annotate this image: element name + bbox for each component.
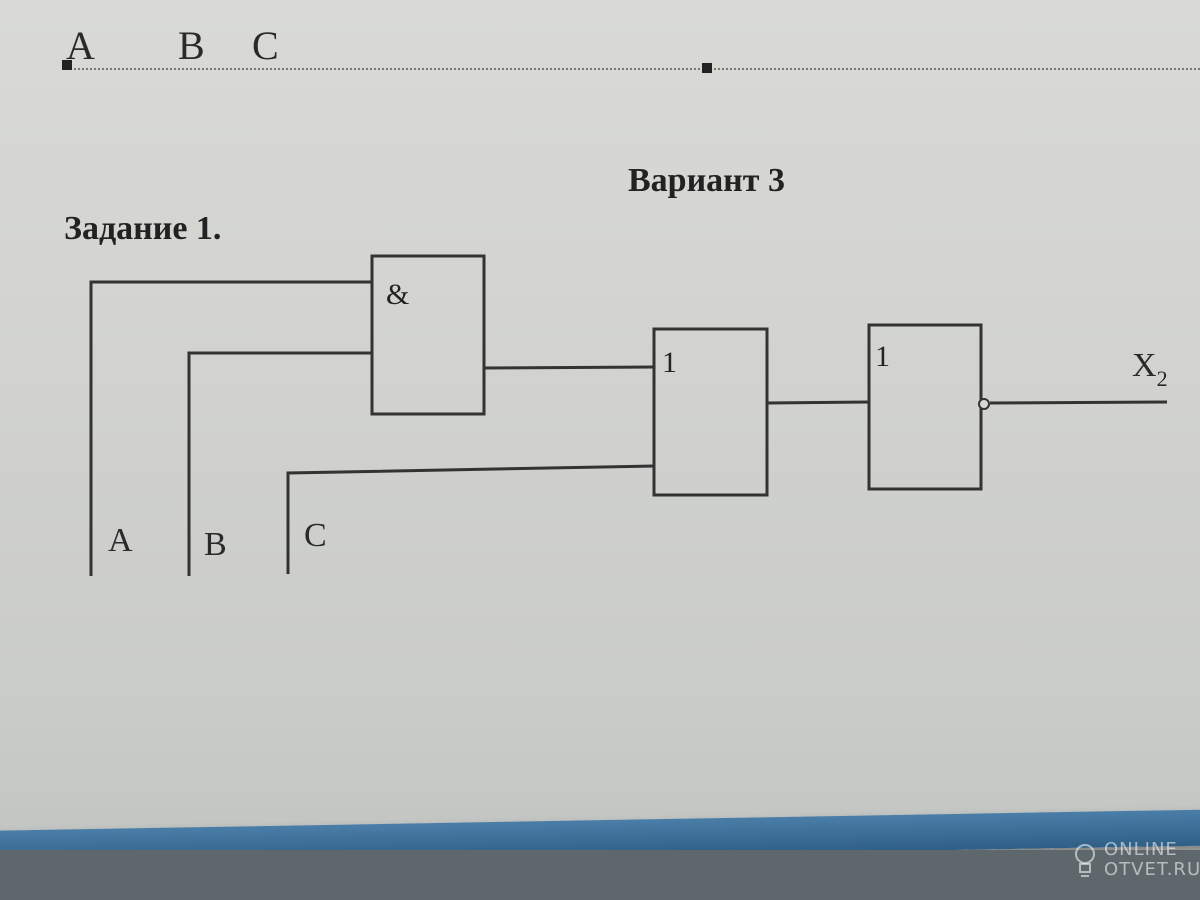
lightbulb-icon <box>1075 844 1095 877</box>
watermark-text: ONLINE OTVET.RU <box>1104 840 1200 880</box>
input-label-b: B <box>204 526 227 563</box>
wire-input-a <box>89 280 372 576</box>
selection-handle-left[interactable] <box>62 60 72 70</box>
input-label-a: A <box>108 522 133 559</box>
output-label: X2 <box>1132 347 1168 391</box>
task-title: Задание 1. <box>64 210 222 247</box>
and-gate <box>370 254 486 416</box>
header-letter-c: C <box>252 23 279 68</box>
monitor-bezel <box>0 850 1200 900</box>
wire-input-b <box>187 351 372 576</box>
input-label-c: C <box>304 517 327 554</box>
inversion-bubble <box>978 398 990 410</box>
output-label-subscript: 2 <box>1157 366 1168 391</box>
and-gate-symbol: & <box>386 278 409 311</box>
output-label-name: X <box>1132 347 1157 384</box>
or-gate-symbol: 1 <box>662 346 677 379</box>
wire-or-to-nor <box>766 400 870 405</box>
wire-and-to-or <box>483 365 655 370</box>
header-letter-b: B <box>178 23 205 68</box>
selection-handle-center[interactable] <box>702 63 712 73</box>
wire-output <box>989 400 1168 405</box>
watermark-line-2: OTVET.RU <box>1104 859 1200 880</box>
selection-frame-border <box>66 68 1200 70</box>
or-gate <box>652 327 769 497</box>
wire-input-c <box>286 464 655 574</box>
variant-title: Вариант 3 <box>628 162 785 199</box>
watermark-line-1: ONLINE <box>1104 839 1178 860</box>
nor-gate-symbol: 1 <box>875 340 890 373</box>
site-watermark: ONLINE OTVET.RU <box>1074 834 1200 894</box>
